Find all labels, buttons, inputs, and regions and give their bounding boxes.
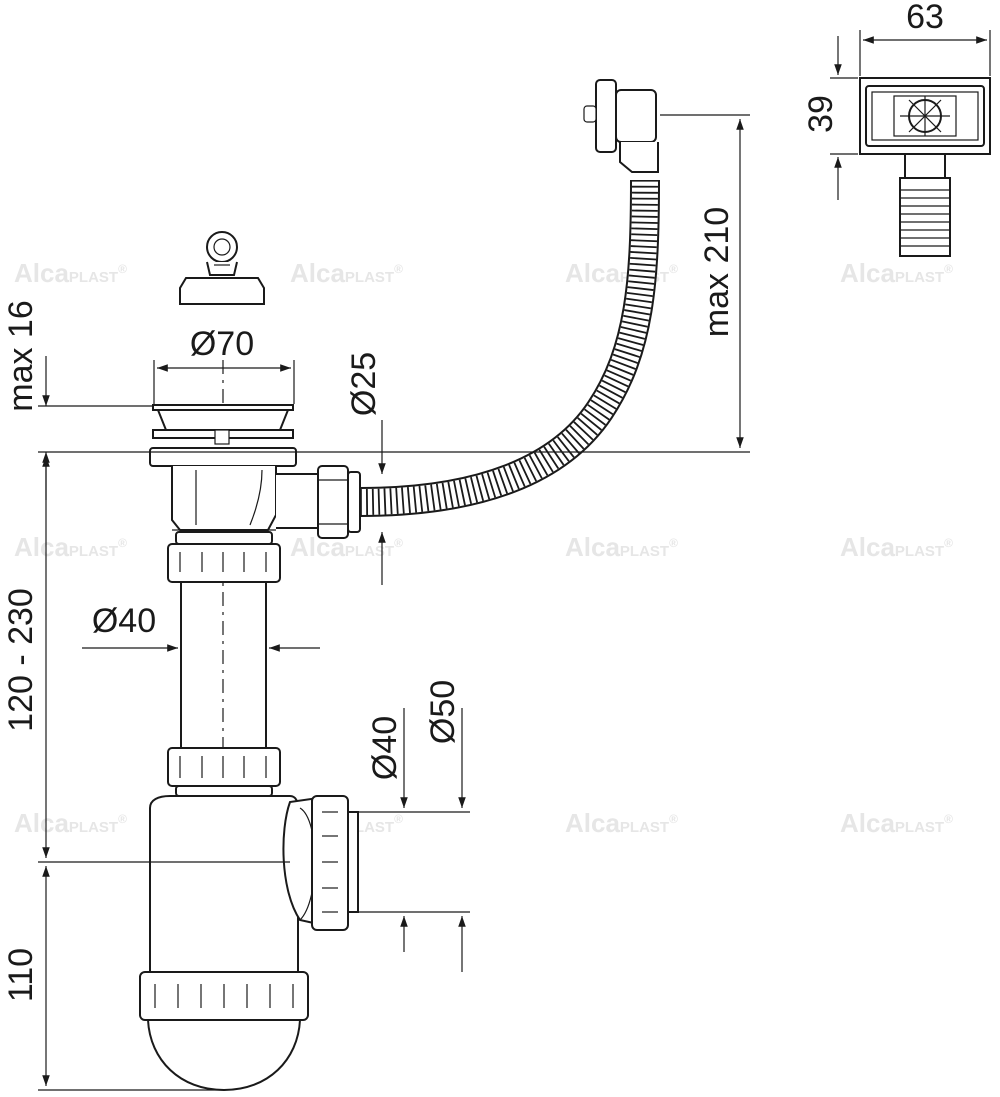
watermark-grid: AlcaPLAST® AlcaPLAST® AlcaPLAST® AlcaPLA…: [14, 258, 953, 838]
overflow-hose: [359, 179, 660, 517]
watermark: AlcaPLAST®: [565, 808, 678, 838]
watermark-mark: ®: [669, 536, 678, 550]
watermark-suffix: PLAST: [895, 269, 944, 286]
watermark: AlcaPLAST®: [840, 258, 953, 288]
dim-diameter-50-outlet: Ø50: [424, 680, 462, 744]
vertical-pipe: [180, 582, 267, 748]
watermark-suffix: PLAST: [345, 269, 394, 286]
svg-text:AlcaPLAST®: AlcaPLAST®: [14, 532, 127, 562]
svg-text:AlcaPLAST®: AlcaPLAST®: [840, 258, 953, 288]
overflow-head-front: [859, 77, 991, 257]
watermark: AlcaPLAST®: [14, 808, 127, 838]
watermark-mark: ®: [394, 536, 403, 550]
svg-text:AlcaPLAST®: AlcaPLAST®: [565, 808, 678, 838]
watermark-brand: Alca: [840, 532, 895, 562]
watermark: AlcaPLAST®: [565, 532, 678, 562]
watermark-brand: Alca: [840, 258, 895, 288]
watermark-suffix: PLAST: [620, 543, 669, 560]
watermark-suffix: PLAST: [69, 819, 118, 836]
svg-text:AlcaPLAST®: AlcaPLAST®: [840, 808, 953, 838]
watermark: AlcaPLAST®: [14, 532, 127, 562]
upper-nut: [167, 531, 281, 583]
watermark-brand: Alca: [565, 258, 620, 288]
dim-63: 63: [906, 0, 944, 36]
dimension-labels: max 16 120 - 230 110 Ø70 Ø25 Ø40 Ø40 Ø50…: [2, 0, 944, 1002]
watermark-brand: Alca: [14, 258, 69, 288]
watermark-mark: ®: [669, 262, 678, 276]
watermark-mark: ®: [669, 812, 678, 826]
watermark-mark: ®: [944, 812, 953, 826]
dim-diameter-70: Ø70: [190, 325, 254, 363]
watermark-mark: ®: [118, 812, 127, 826]
watermark: AlcaPLAST®: [290, 258, 403, 288]
watermark-brand: Alca: [565, 532, 620, 562]
overflow-connector: [276, 465, 361, 539]
dim-max-16: max 16: [2, 300, 40, 412]
watermark-brand: Alca: [840, 808, 895, 838]
dim-39: 39: [802, 95, 840, 133]
watermark: AlcaPLAST®: [840, 808, 953, 838]
svg-text:AlcaPLAST®: AlcaPLAST®: [14, 808, 127, 838]
watermark-suffix: PLAST: [895, 543, 944, 560]
dimension-lines: [38, 30, 991, 1091]
watermark-suffix: PLAST: [345, 543, 394, 560]
svg-text:AlcaPLAST®: AlcaPLAST®: [565, 532, 678, 562]
watermark: AlcaPLAST®: [840, 532, 953, 562]
watermark-brand: Alca: [14, 532, 69, 562]
dim-diameter-25: Ø25: [345, 352, 383, 416]
watermark-mark: ®: [944, 262, 953, 276]
watermark-suffix: PLAST: [895, 819, 944, 836]
svg-text:AlcaPLAST®: AlcaPLAST®: [290, 258, 403, 288]
bottle-trap: [139, 795, 359, 1092]
overflow-head-side: [583, 79, 659, 173]
watermark-brand: Alca: [290, 258, 345, 288]
svg-text:AlcaPLAST®: AlcaPLAST®: [565, 258, 678, 288]
watermark-brand: Alca: [14, 808, 69, 838]
sink-strainer: [149, 404, 297, 531]
watermark-mark: ®: [118, 536, 127, 550]
watermark-suffix: PLAST: [69, 543, 118, 560]
watermark-brand: Alca: [565, 808, 620, 838]
dim-120-230: 120 - 230: [2, 588, 40, 732]
watermark-suffix: PLAST: [69, 269, 118, 286]
watermark-mark: ®: [394, 262, 403, 276]
svg-text:AlcaPLAST®: AlcaPLAST®: [14, 258, 127, 288]
dim-diameter-40-tube: Ø40: [92, 602, 156, 640]
watermark: AlcaPLAST®: [565, 258, 678, 288]
watermark-mark: ®: [118, 262, 127, 276]
watermark: AlcaPLAST®: [14, 258, 127, 288]
lower-nut: [167, 747, 281, 797]
svg-text:AlcaPLAST®: AlcaPLAST®: [840, 532, 953, 562]
watermark-mark: ®: [394, 812, 403, 826]
stopper-plug: [179, 231, 265, 305]
dim-max-210: max 210: [698, 207, 736, 337]
dim-diameter-40-outlet: Ø40: [366, 716, 404, 780]
watermark-mark: ®: [944, 536, 953, 550]
dim-110: 110: [2, 948, 40, 1002]
watermark-suffix: PLAST: [620, 819, 669, 836]
